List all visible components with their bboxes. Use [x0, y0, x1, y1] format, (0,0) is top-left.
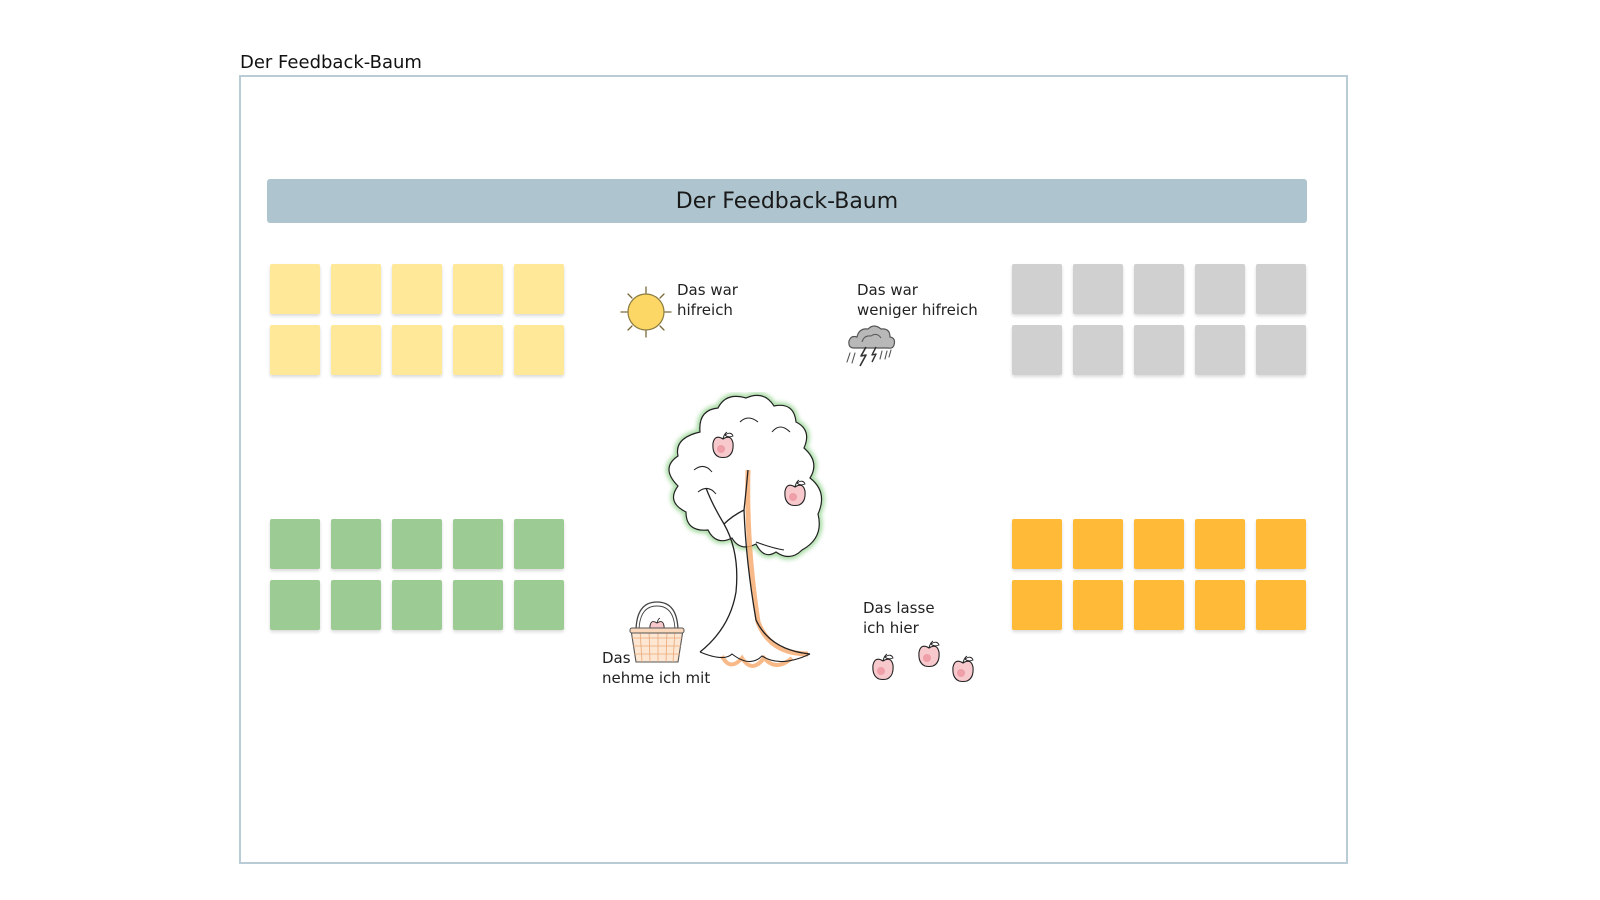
label-less-helpful: Das war weniger hifreich [857, 280, 978, 320]
sticky-note-gray[interactable] [1256, 264, 1306, 314]
sticky-note-orange[interactable] [1073, 519, 1123, 569]
sticky-note-gray[interactable] [1134, 264, 1184, 314]
sticky-note-orange[interactable] [1073, 580, 1123, 630]
sticky-note-orange[interactable] [1012, 519, 1062, 569]
banner-title[interactable]: Der Feedback-Baum [267, 179, 1307, 223]
sticky-note-green[interactable] [514, 519, 564, 569]
label-take-with-line1: Das [602, 649, 631, 667]
sticky-note-yellow[interactable] [331, 264, 381, 314]
sticky-note-gray[interactable] [1256, 325, 1306, 375]
sticky-note-green[interactable] [392, 519, 442, 569]
storm-cloud-icon[interactable] [844, 320, 902, 372]
sticky-note-green[interactable] [453, 519, 503, 569]
frame-title[interactable]: Der Feedback-Baum [240, 52, 422, 73]
sticky-note-gray[interactable] [1073, 325, 1123, 375]
sticky-note-gray[interactable] [1012, 325, 1062, 375]
sticky-note-yellow[interactable] [331, 325, 381, 375]
sticky-note-gray[interactable] [1195, 325, 1245, 375]
sticky-note-green[interactable] [270, 519, 320, 569]
label-less-helpful-line1: Das war [857, 281, 918, 299]
apple-icon[interactable] [949, 654, 977, 684]
sticky-note-gray[interactable] [1134, 325, 1184, 375]
tree-icon[interactable] [660, 392, 860, 677]
sticky-note-green[interactable] [331, 519, 381, 569]
sticky-note-green[interactable] [514, 580, 564, 630]
sticky-note-gray[interactable] [1195, 264, 1245, 314]
sticky-note-green[interactable] [331, 580, 381, 630]
sticky-notes-orange [1012, 519, 1306, 630]
label-leave-here-line2: ich hier [863, 619, 919, 637]
label-less-helpful-line2: weniger hifreich [857, 301, 978, 319]
sticky-note-orange[interactable] [1195, 519, 1245, 569]
sticky-note-orange[interactable] [1134, 580, 1184, 630]
sticky-note-gray[interactable] [1073, 264, 1123, 314]
sticky-note-orange[interactable] [1134, 519, 1184, 569]
sticky-note-yellow[interactable] [514, 325, 564, 375]
label-take-with: Das nehme ich mit [602, 648, 710, 688]
label-helpful-line2: hifreich [677, 301, 733, 319]
label-leave-here: Das lasse ich hier [863, 598, 935, 638]
sticky-note-yellow[interactable] [514, 264, 564, 314]
apple-icon[interactable] [781, 478, 809, 508]
basket-icon[interactable] [628, 600, 686, 666]
sticky-note-yellow[interactable] [270, 325, 320, 375]
sticky-note-yellow[interactable] [270, 264, 320, 314]
apple-icon[interactable] [915, 639, 943, 669]
sun-icon[interactable] [618, 284, 674, 340]
sticky-note-yellow[interactable] [453, 264, 503, 314]
sticky-note-green[interactable] [270, 580, 320, 630]
label-take-with-line2: nehme ich mit [602, 669, 711, 687]
label-helpful-line1: Das war [677, 281, 738, 299]
label-leave-here-line1: Das lasse [863, 599, 935, 617]
sticky-note-green[interactable] [453, 580, 503, 630]
sticky-note-yellow[interactable] [392, 264, 442, 314]
label-helpful: Das war hifreich [677, 280, 738, 320]
sticky-note-orange[interactable] [1256, 519, 1306, 569]
sticky-notes-green [270, 519, 564, 630]
apple-icon[interactable] [869, 652, 897, 682]
apple-icon[interactable] [709, 430, 737, 460]
sticky-note-orange[interactable] [1256, 580, 1306, 630]
sticky-notes-yellow [270, 264, 564, 375]
sticky-note-gray[interactable] [1012, 264, 1062, 314]
sticky-notes-gray [1012, 264, 1306, 375]
sticky-note-orange[interactable] [1012, 580, 1062, 630]
sticky-note-green[interactable] [392, 580, 442, 630]
sticky-note-orange[interactable] [1195, 580, 1245, 630]
sticky-note-yellow[interactable] [392, 325, 442, 375]
sticky-note-yellow[interactable] [453, 325, 503, 375]
